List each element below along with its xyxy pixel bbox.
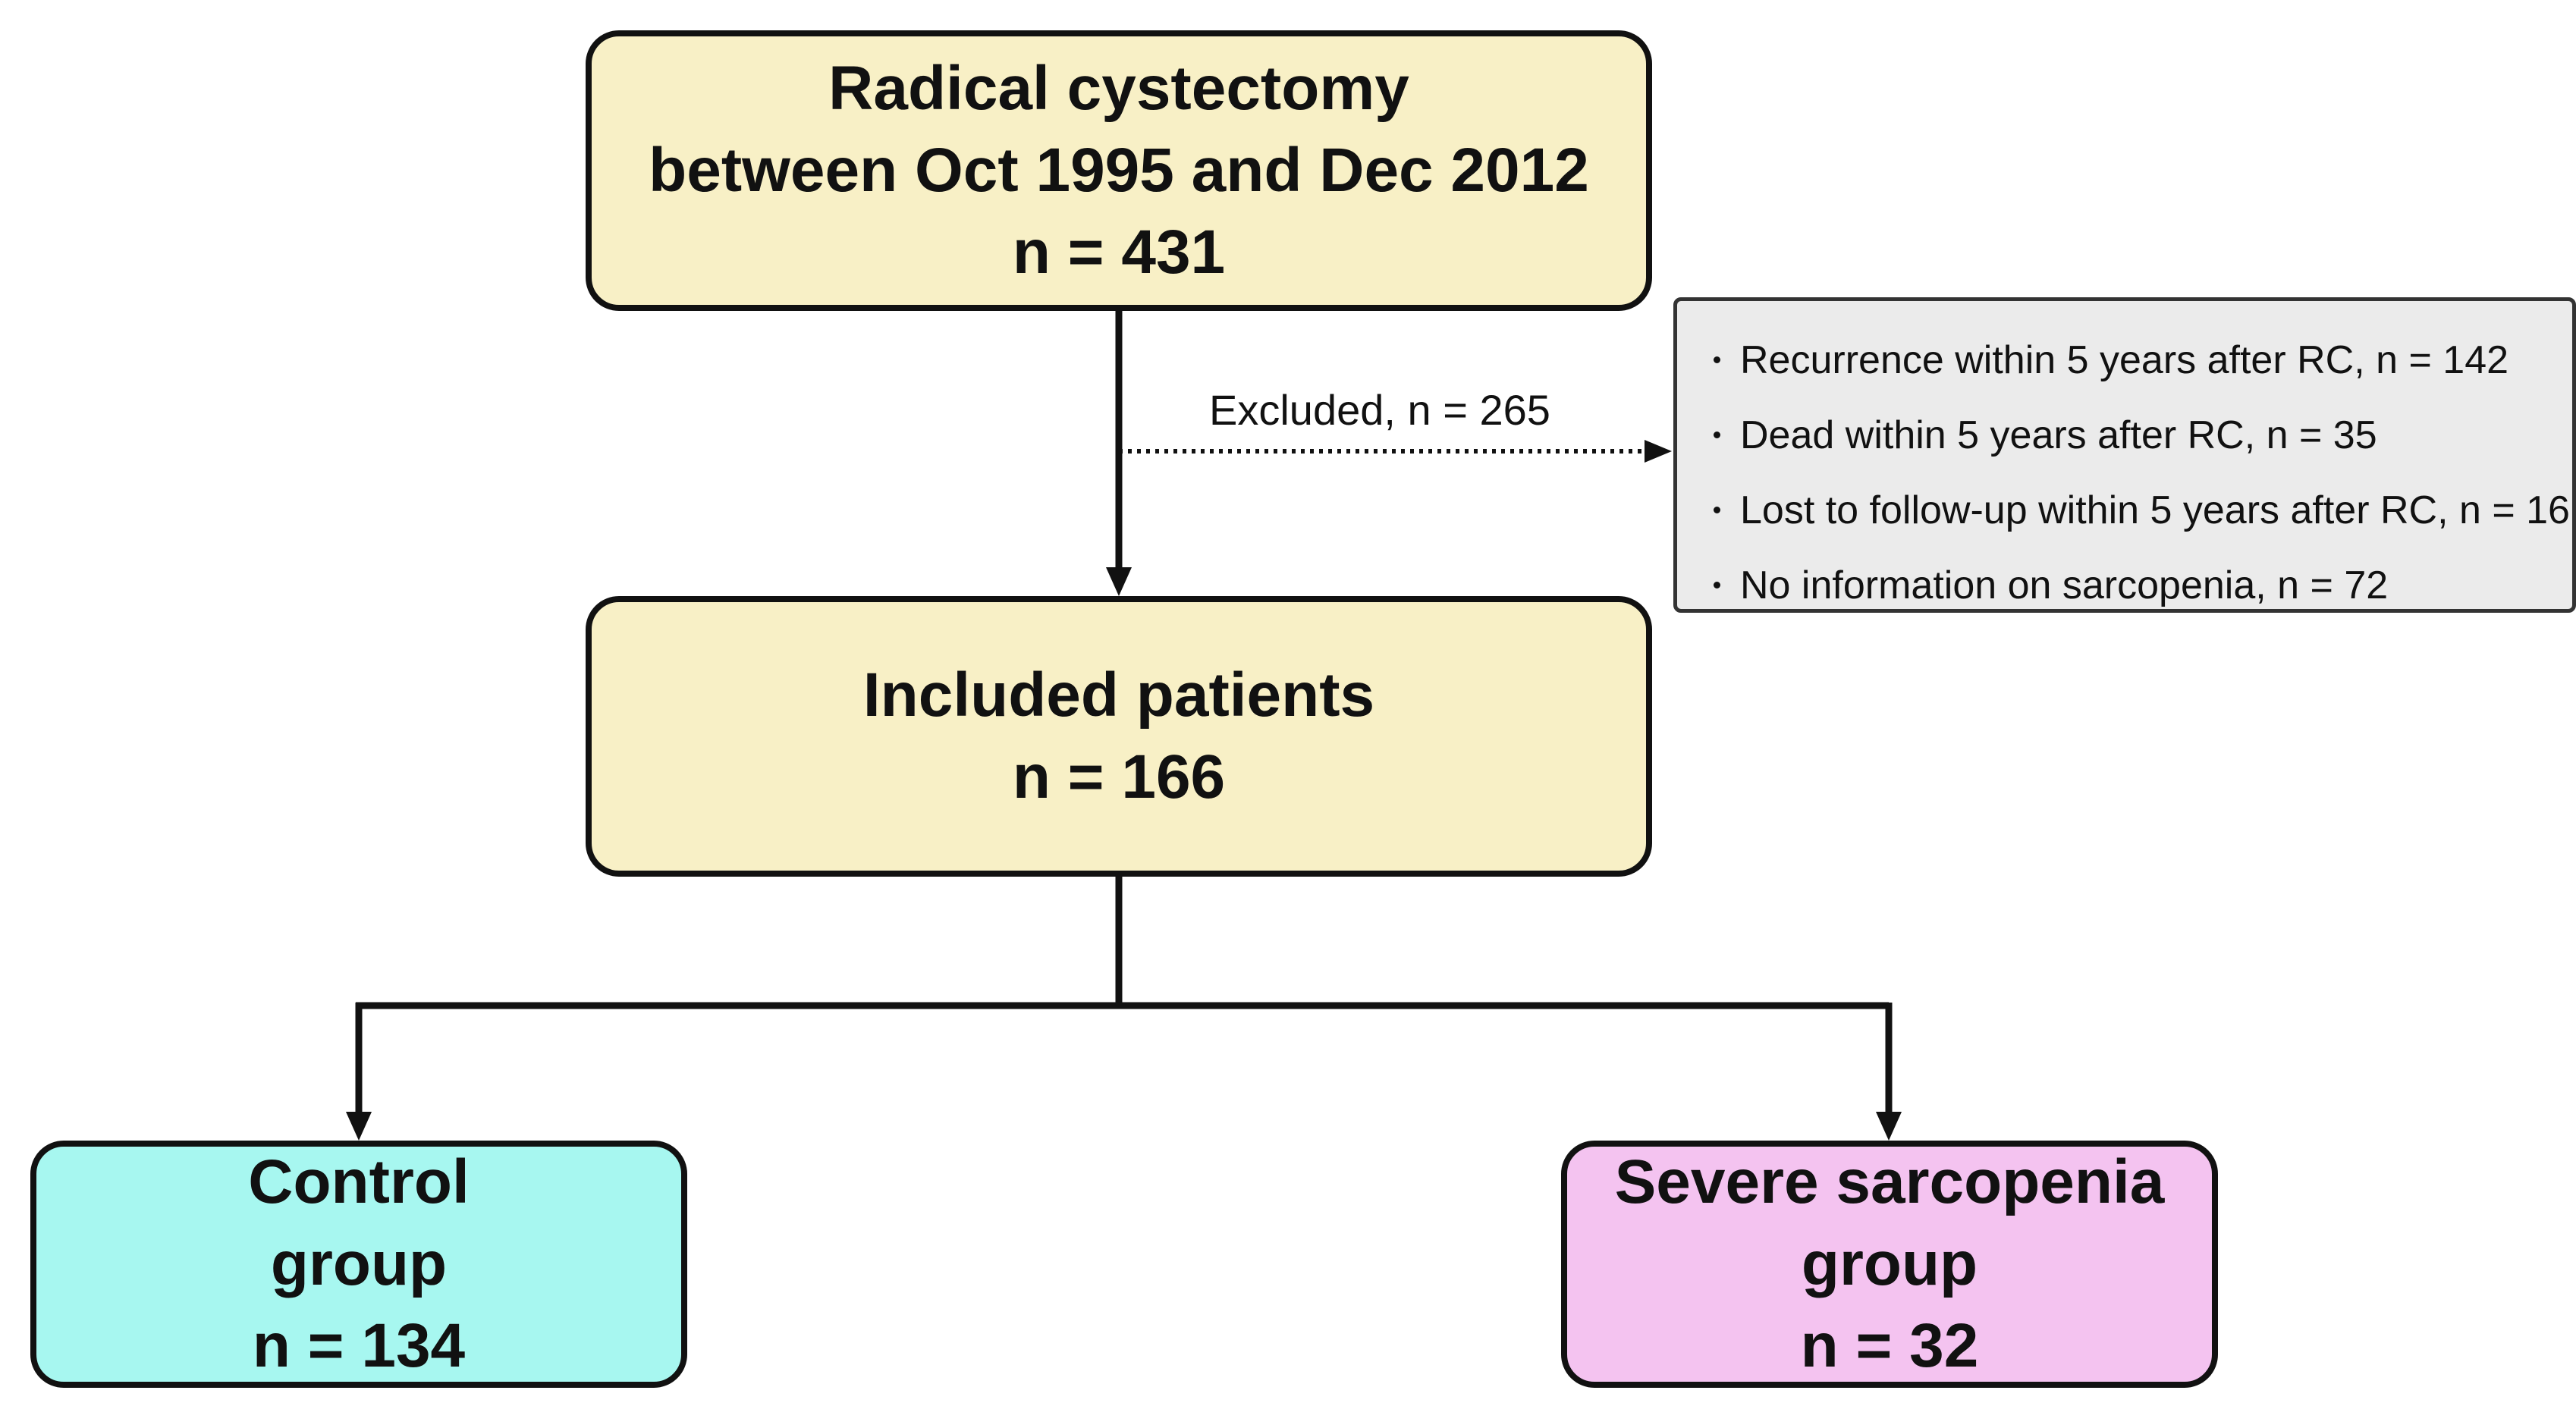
arrowhead-control — [346, 1112, 372, 1141]
included-box-line-2: n = 166 — [1012, 742, 1226, 811]
excluded-item-text: Lost to follow-up within 5 years after R… — [1740, 488, 2570, 532]
arrowhead-severe — [1876, 1112, 1902, 1141]
excluded-item-text: No information on sarcopenia, n = 72 — [1740, 563, 2389, 607]
top-box-line-3: n = 431 — [1012, 218, 1226, 287]
excluded-item-text: Dead within 5 years after RC, n = 35 — [1740, 413, 2377, 457]
excluded-item: Dead within 5 years after RC, n = 35 — [1703, 397, 2572, 472]
excluded-item-text: Recurrence within 5 years after RC, n = … — [1740, 337, 2509, 382]
bullet-icon — [1714, 432, 1720, 438]
included-box-line-1: Included patients — [862, 661, 1375, 730]
severe-box-line-3: n = 32 — [1800, 1311, 1979, 1380]
excluded-reasons-box: Recurrence within 5 years after RC, n = … — [1673, 297, 2576, 613]
control-box-line-2: group — [270, 1229, 448, 1298]
radical-cystectomy-box: Radical cystectomy between Oct 1995 and … — [586, 30, 1652, 311]
excluded-item: Lost to follow-up within 5 years after R… — [1703, 472, 2572, 548]
severe-sarcopenia-group-box: Severe sarcopenia group n = 32 — [1561, 1141, 2218, 1388]
excluded-label: Excluded, n = 265 — [1209, 386, 1550, 434]
bullet-icon — [1714, 356, 1720, 363]
included-patients-box: Included patients n = 166 — [586, 596, 1652, 877]
control-group-box: Control group n = 134 — [30, 1141, 687, 1388]
bullet-icon — [1714, 507, 1720, 513]
control-box-line-1: Control — [248, 1147, 470, 1216]
arrowhead-excluded — [1645, 440, 1672, 463]
control-box-line-3: n = 134 — [252, 1311, 466, 1380]
bullet-icon — [1714, 582, 1720, 588]
top-box-line-2: between Oct 1995 and Dec 2012 — [649, 136, 1589, 205]
severe-box-line-1: Severe sarcopenia — [1614, 1147, 2165, 1216]
top-box-line-1: Radical cystectomy — [828, 54, 1409, 123]
severe-box-line-2: group — [1801, 1229, 1978, 1298]
arrowhead-included — [1106, 567, 1132, 596]
excluded-item: Recurrence within 5 years after RC, n = … — [1703, 322, 2572, 397]
excluded-item: No information on sarcopenia, n = 72 — [1703, 548, 2572, 623]
